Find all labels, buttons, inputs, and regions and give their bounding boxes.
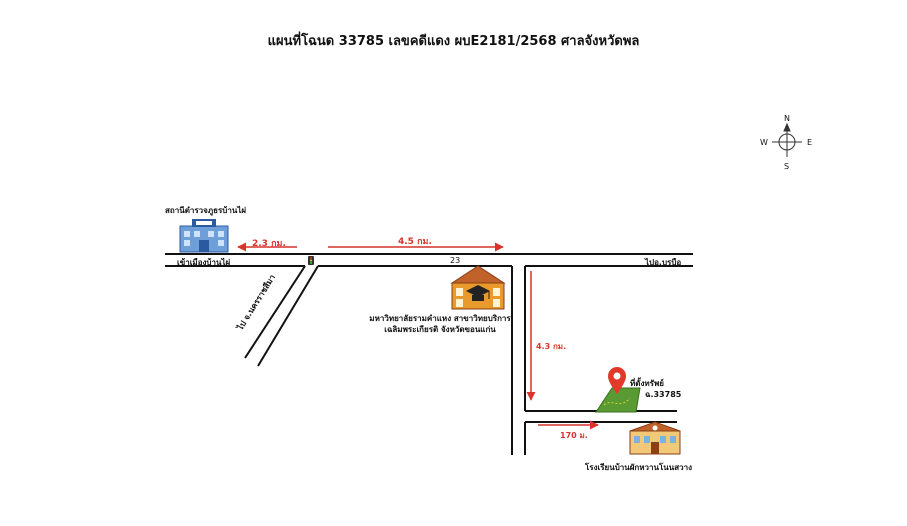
road-number-label: 23 xyxy=(450,256,461,265)
distance-to-police: 2.3 กม. xyxy=(252,239,286,249)
compass-south-label: S xyxy=(784,162,790,171)
school-icon xyxy=(629,421,681,455)
school-label: โรงเรียนบ้านผักหวานโนนสวาง xyxy=(585,463,692,472)
to-ban-phai-label: เข้าเมืองบ้านไผ่ xyxy=(177,258,231,267)
compass-north-label: N xyxy=(784,114,790,123)
to-borabue-label: ไปอ.บรบือ xyxy=(645,258,682,267)
road-to-nakhon-ratchasima-right xyxy=(257,265,319,367)
police-station-label: สถานีตำรวจภูธรบ้านไผ่ xyxy=(165,206,247,215)
property-land-icon xyxy=(595,387,641,413)
distance-to-property: 170 ม. xyxy=(560,431,588,440)
university-icon xyxy=(450,265,506,310)
police-station-icon xyxy=(179,219,229,253)
page-title: แผนที่โฉนด 33785 เลขคดีแดง ผบE2181/2568 … xyxy=(267,34,640,49)
university-label-line1: มหาวิทยาลัยรามคำแหง สาขาวิทยบริการ xyxy=(369,314,511,323)
location-pin-icon xyxy=(608,367,626,394)
compass-rose-icon xyxy=(772,122,802,157)
road-to-nakhon-ratchasima-left xyxy=(244,265,306,359)
distance-main-road: 4.5 กม. xyxy=(398,237,432,247)
distance-side-road: 4.3 กม. xyxy=(536,342,567,351)
property-label: ที่ตั้งทรัพย์ xyxy=(630,379,664,388)
deed-number-label: ฉ.33785 xyxy=(645,390,682,399)
compass-west-label: W xyxy=(760,138,768,147)
distance-arrows xyxy=(237,242,599,430)
compass-east-label: E xyxy=(807,138,813,147)
traffic-light-icon xyxy=(308,256,314,265)
roads xyxy=(165,253,693,455)
university-label-line2: เฉลิมพระเกียรติ จังหวัดขอนแก่น xyxy=(384,325,496,334)
